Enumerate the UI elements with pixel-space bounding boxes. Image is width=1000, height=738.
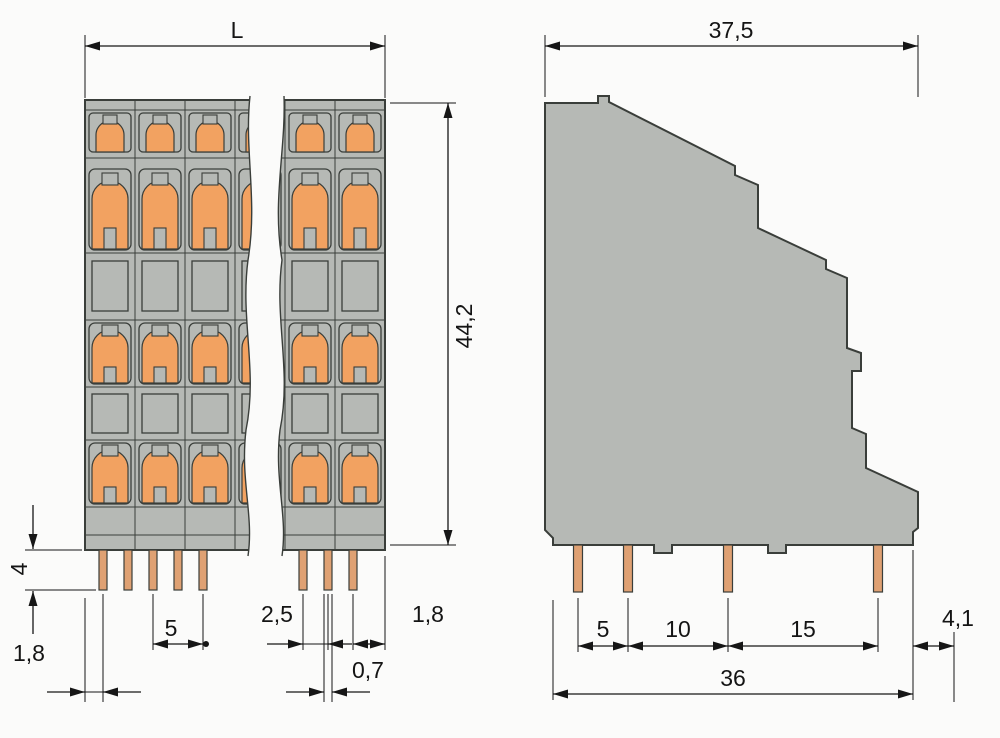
solder-pin bbox=[348, 549, 358, 591]
dimension-half-pitch-2-5: 2,5 bbox=[261, 594, 352, 650]
dim-label-length: L bbox=[231, 17, 244, 43]
dim-label-side-offset: 4,1 bbox=[942, 605, 974, 631]
dimension-offset-left-1-8: 1,8 bbox=[13, 594, 141, 702]
dim-label-footprint: 36 bbox=[720, 665, 746, 691]
housing-grid-lines bbox=[86, 101, 384, 549]
dimension-pin-width-0-7: 0,7 bbox=[286, 594, 384, 702]
break-line bbox=[243, 95, 285, 557]
dim-label-depth: 37,5 bbox=[709, 17, 754, 43]
dim-label-gap1: 5 bbox=[597, 616, 610, 642]
dimension-pitch-5: 5 bbox=[152, 594, 209, 650]
solder-pin bbox=[872, 544, 884, 593]
dim-label-gap3: 15 bbox=[790, 616, 816, 642]
dim-label-pitch: 5 bbox=[165, 615, 178, 641]
solder-pin bbox=[173, 549, 183, 591]
dimension-pin-length-4: 4 bbox=[6, 505, 96, 634]
dimension-offset-right-1-8: 1,8 bbox=[352, 556, 444, 650]
dim-label-offset-right: 1,8 bbox=[412, 601, 444, 627]
dim-label-offset-left: 1,8 bbox=[13, 640, 45, 666]
dim-label-pin-width: 0,7 bbox=[352, 657, 384, 683]
solder-pin bbox=[298, 549, 308, 591]
solder-pin bbox=[148, 549, 158, 591]
dim-label-gap2: 10 bbox=[665, 616, 691, 642]
dimension-offset-right-4-1: 4,1 bbox=[912, 550, 974, 702]
side-view bbox=[544, 95, 919, 593]
front-view bbox=[84, 95, 386, 591]
dimension-pin-spacings: 5 10 15 bbox=[577, 598, 879, 652]
solder-pin bbox=[123, 549, 133, 591]
solder-pin bbox=[98, 549, 108, 591]
solder-pin bbox=[722, 544, 734, 593]
dim-label-height: 44,2 bbox=[451, 304, 477, 349]
dimension-depth-37-5: 37,5 bbox=[544, 17, 919, 97]
dimension-height-44-2: 44,2 bbox=[390, 102, 477, 546]
front-solder-pins bbox=[98, 549, 358, 591]
solder-pin bbox=[323, 549, 333, 591]
dim-label-half-pitch: 2,5 bbox=[261, 601, 293, 627]
dimension-footprint-36: 36 bbox=[552, 600, 913, 700]
datum-dot bbox=[203, 641, 209, 647]
dim-label-pin-length: 4 bbox=[6, 562, 32, 575]
side-profile bbox=[544, 95, 919, 554]
side-solder-pins bbox=[572, 544, 884, 593]
dimension-length-L: L bbox=[84, 17, 386, 98]
solder-pin bbox=[622, 544, 634, 593]
solder-pin bbox=[198, 549, 208, 591]
solder-pin bbox=[572, 544, 584, 593]
